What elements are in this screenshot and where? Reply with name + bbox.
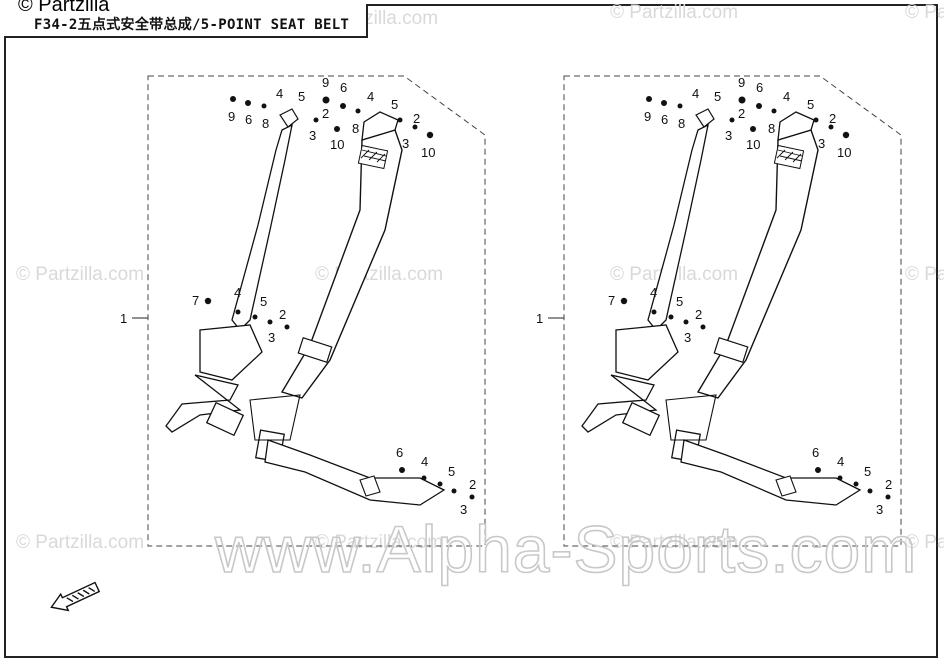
callout-number: 6 xyxy=(245,112,252,127)
callout-number: 9 xyxy=(644,109,651,124)
callout-number: 10 xyxy=(746,137,760,152)
watermark-small: © Partzilla.com xyxy=(905,264,944,285)
callout-number: 7 xyxy=(608,293,615,308)
callout-number: 10 xyxy=(330,137,344,152)
callout-number: 2 xyxy=(279,307,286,322)
watermark-small: © Partzilla.com xyxy=(315,532,443,553)
seat-belt-assembly-left: 1 9 6 8 xyxy=(120,75,486,547)
page-title: F34-2五点式安全带总成/5-POINT SEAT BELT xyxy=(34,17,350,33)
callout-group-middle: 7 4 5 2 3 xyxy=(608,285,702,345)
bolt-hardware xyxy=(620,96,891,500)
callout-number: 4 xyxy=(783,89,790,104)
watermark-layer: © Partzilla.com © Partzilla.com © Partzi… xyxy=(16,2,944,553)
callout-number: 6 xyxy=(661,112,668,127)
title-box: F34-2五点式安全带总成/5-POINT SEAT BELT xyxy=(4,4,368,38)
callout-number: 8 xyxy=(262,116,269,131)
callout-number: 3 xyxy=(684,330,691,345)
callout-number: 5 xyxy=(391,97,398,112)
callout-number: 2 xyxy=(413,111,420,126)
callout-number: 2 xyxy=(885,477,892,492)
front-arrow-icon xyxy=(50,581,101,612)
shoulder-strap-right xyxy=(696,129,819,399)
watermark-small: © Partzilla.com xyxy=(610,532,738,553)
partzilla-logo: © Partzilla xyxy=(18,0,110,16)
callout-number: 4 xyxy=(276,86,283,101)
callout-number: 4 xyxy=(421,454,428,469)
lap-belt xyxy=(615,324,679,381)
callout-number: 4 xyxy=(650,285,657,300)
assembly-boundary xyxy=(563,75,902,547)
callout-group-top-left: 9 6 8 4 5 3 2 10 xyxy=(228,86,344,152)
callout-group-top-right: 9 6 8 4 5 3 2 10 xyxy=(738,75,851,160)
watermark-large: www.Alpha-Sports.com xyxy=(214,512,917,586)
callout-number: 5 xyxy=(714,89,721,104)
callout-number: 9 xyxy=(322,75,329,90)
callout-number: 5 xyxy=(807,97,814,112)
callout-number: 10 xyxy=(837,145,851,160)
callout-group-top-right: 9 6 8 4 5 3 2 10 xyxy=(322,75,435,160)
bolt-hardware xyxy=(204,96,475,500)
callout-number: 5 xyxy=(260,294,267,309)
watermark-small: © Partzilla.com xyxy=(905,532,944,553)
callout-number: 5 xyxy=(298,89,305,104)
callout-number: 8 xyxy=(768,121,775,136)
watermark-small: © Partzilla.com xyxy=(16,264,144,285)
callout-number: 9 xyxy=(738,75,745,90)
callout-number: 4 xyxy=(692,86,699,101)
callout-number: 3 xyxy=(268,330,275,345)
seat-belt-assembly-right: 1 9 6 8 4 5 3 xyxy=(536,75,902,547)
callout-number: 4 xyxy=(234,285,241,300)
callout-number: 7 xyxy=(192,293,199,308)
callout-group-bottom: 6 4 5 2 3 xyxy=(812,445,892,517)
callout-number: 5 xyxy=(864,464,871,479)
callout-number: 8 xyxy=(678,116,685,131)
lap-belt-lower xyxy=(680,439,862,506)
callout-number: 3 xyxy=(725,128,732,143)
callout-group-middle: 7 4 5 2 3 xyxy=(192,285,286,345)
callout-number: 10 xyxy=(421,145,435,160)
callout-number: 2 xyxy=(695,307,702,322)
lap-belt xyxy=(199,324,263,381)
callout-number: 4 xyxy=(837,454,844,469)
watermark-small: © Partzilla.com xyxy=(905,2,944,23)
callout-number: 3 xyxy=(309,128,316,143)
shoulder-strap-right xyxy=(280,129,403,399)
callout-number: 6 xyxy=(756,80,763,95)
callout-number: 5 xyxy=(676,294,683,309)
callout-number: 6 xyxy=(340,80,347,95)
callout-number: 3 xyxy=(402,136,409,151)
callout-number: 3 xyxy=(818,136,825,151)
callout-assembly: 1 xyxy=(120,311,127,326)
assembly-boundary xyxy=(147,75,486,547)
callout-number: 3 xyxy=(460,502,467,517)
callout-number: 5 xyxy=(448,464,455,479)
callout-number: 8 xyxy=(352,121,359,136)
lap-belt-lower xyxy=(264,439,446,506)
callout-assembly: 1 xyxy=(536,311,543,326)
callout-group-bottom: 6 4 5 2 3 xyxy=(396,445,476,517)
callout-number: 4 xyxy=(367,89,374,104)
callout-number: 2 xyxy=(322,106,329,121)
callout-group-top-left: 9 6 8 4 5 3 2 10 xyxy=(644,86,760,152)
callout-number: 6 xyxy=(812,445,819,460)
watermark-small: © Partzilla.com xyxy=(610,2,738,23)
callout-number: 2 xyxy=(738,106,745,121)
drawing-frame xyxy=(4,4,938,658)
callout-number: 2 xyxy=(469,477,476,492)
watermark-small: © Partzilla.com xyxy=(16,532,144,553)
callout-number: 2 xyxy=(829,111,836,126)
callout-number: 6 xyxy=(396,445,403,460)
callout-number: 9 xyxy=(228,109,235,124)
callout-number: 3 xyxy=(876,502,883,517)
